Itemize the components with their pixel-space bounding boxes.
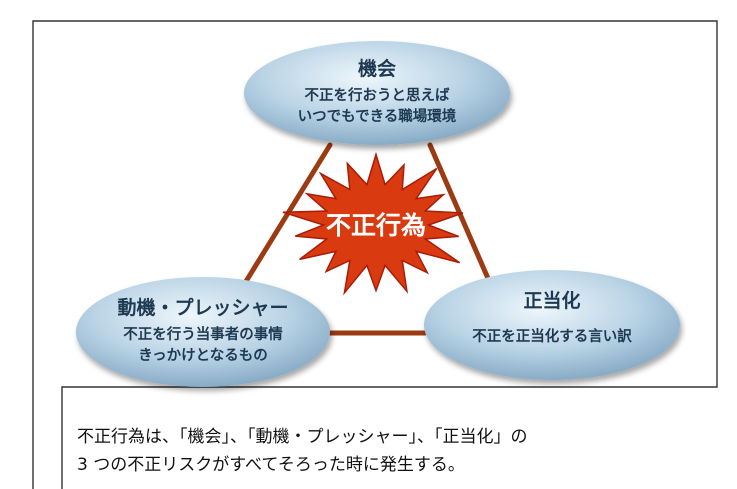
motive-line2: きっかけとなるもの <box>138 347 267 364</box>
caption: 不正行為は、「機会」、「動機・プレッシャー」、「正当化」の 3 つの不正リスクが… <box>77 423 717 479</box>
burst-shape <box>282 151 464 296</box>
motive-line1: 不正を行う当事者の事情 <box>123 325 283 343</box>
fraud-burst: 不正行為 <box>282 151 464 296</box>
node-rationalization: 正当化 不正を正当化する言い訳 <box>424 270 680 380</box>
rationalization-line1: 不正を正当化する言い訳 <box>472 327 632 345</box>
node-motive: 動機・プレッシャー 不正を行う当事者の事情 きっかけとなるもの <box>76 277 330 387</box>
motive-ellipse <box>76 277 330 387</box>
node-opportunity: 機会 不正を行おうと思えば いつでもできる職場環境 <box>244 41 510 145</box>
caption-line-1: 不正行為は、「機会」、「動機・プレッシャー」、「正当化」の <box>77 427 528 447</box>
caption-line-2: 3 つの不正リスクがすべてそろった時に発生する。 <box>77 455 465 475</box>
motive-title: 動機・プレッシャー <box>117 296 288 319</box>
opportunity-line1: 不正を行おうと思えば <box>305 86 450 104</box>
opportunity-line2: いつでもできる職場環境 <box>298 107 457 125</box>
opportunity-title: 機会 <box>358 57 396 80</box>
rationalization-title: 正当化 <box>523 289 580 312</box>
center-label: 不正行為 <box>326 211 426 240</box>
opportunity-ellipse <box>244 41 510 145</box>
rationalization-ellipse <box>424 270 680 380</box>
